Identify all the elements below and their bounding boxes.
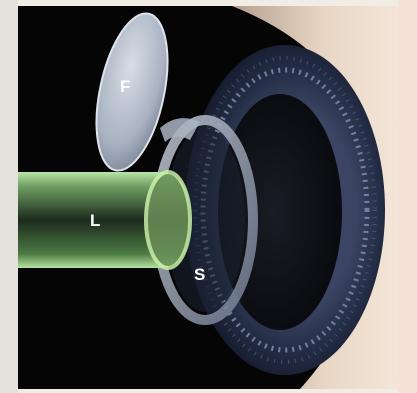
left-margin: [0, 0, 18, 393]
right-margin: [398, 0, 417, 393]
label-stroma: S: [194, 265, 205, 284]
laser-beam-tip: [146, 172, 190, 268]
label-flap: F: [120, 77, 130, 96]
label-laser: L: [90, 211, 100, 230]
